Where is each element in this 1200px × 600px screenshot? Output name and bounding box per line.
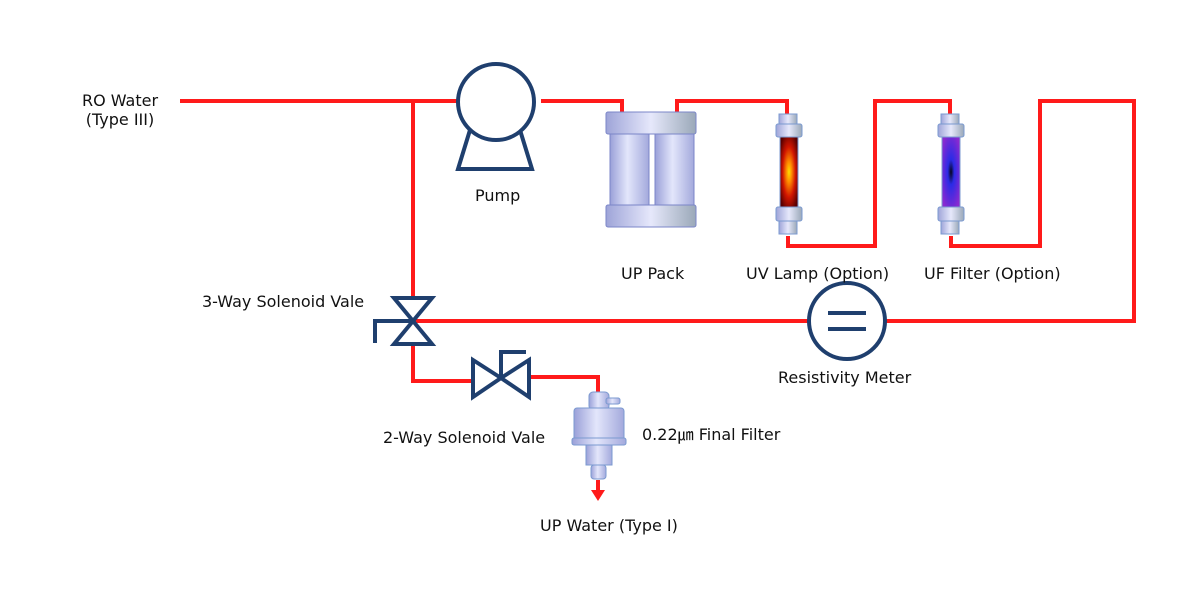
ro-water-label-line2: (Type III) bbox=[85, 110, 155, 129]
pump-icon bbox=[455, 62, 536, 171]
three-way-valve-label: 3-Way Solenoid Vale bbox=[202, 292, 365, 311]
pipe-uv-to-uf bbox=[786, 99, 952, 248]
pipe-uf-to-return bbox=[886, 99, 1136, 323]
pipes bbox=[180, 99, 1136, 501]
final-filter-label: 0.22㎛ Final Filter bbox=[642, 425, 781, 444]
uv-lamp-icon bbox=[775, 113, 803, 235]
outlet-arrow-icon bbox=[591, 490, 605, 501]
pipe-2way-to-filter bbox=[530, 375, 600, 392]
resistivity-meter-icon bbox=[807, 281, 887, 361]
pipe-valve-to-2way bbox=[411, 344, 472, 383]
uf-filter-icon bbox=[937, 113, 965, 235]
up-water-label: UP Water (Type I) bbox=[540, 516, 678, 535]
pipe-uppack-to-uv bbox=[675, 99, 789, 116]
final-filter-icon bbox=[571, 391, 627, 480]
uv-lamp-label: UV Lamp (Option) bbox=[746, 264, 890, 283]
up-pack-label: UP Pack bbox=[621, 264, 685, 283]
two-way-valve-label: 2-Way Solenoid Vale bbox=[383, 428, 546, 447]
two-way-valve-icon bbox=[471, 350, 531, 401]
pump-label: Pump bbox=[475, 186, 521, 205]
ro-water-label: RO Water (Type III) bbox=[70, 91, 170, 129]
pipe-pump-to-uppack bbox=[541, 99, 624, 112]
three-way-valve-icon bbox=[373, 296, 437, 346]
up-pack-icon bbox=[605, 111, 697, 228]
resistivity-meter-label: Resistivity Meter bbox=[778, 368, 912, 387]
ro-water-label-line1: RO Water bbox=[81, 91, 159, 110]
uf-filter-label: UF Filter (Option) bbox=[924, 264, 1061, 283]
